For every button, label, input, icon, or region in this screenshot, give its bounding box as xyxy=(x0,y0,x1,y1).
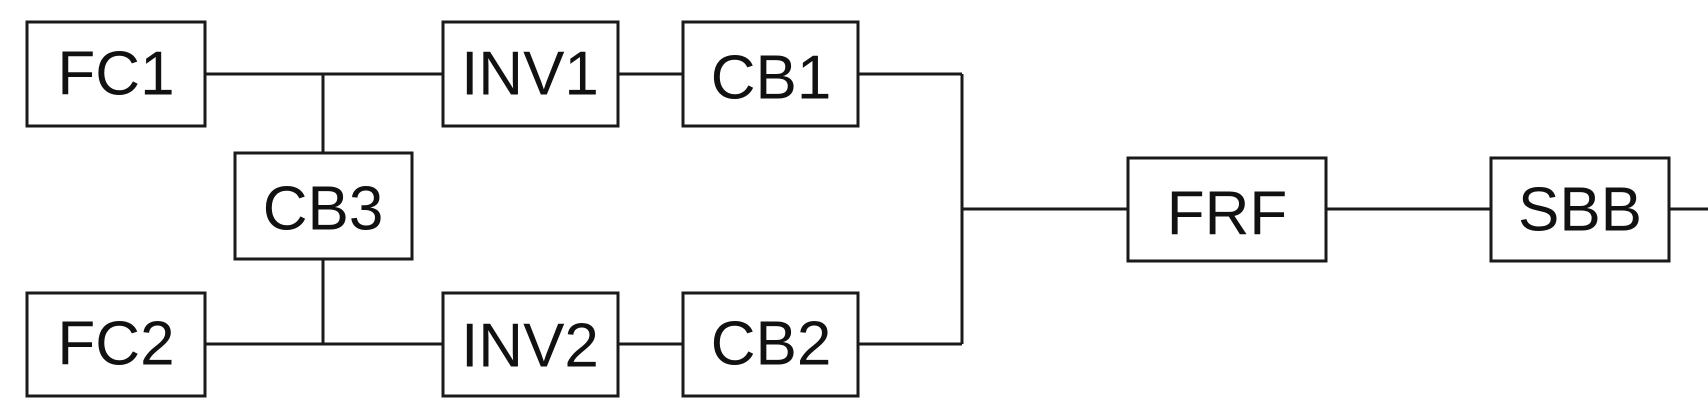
block-cb2: CB2 xyxy=(681,291,860,398)
block-inv2-label: INV2 xyxy=(461,312,599,381)
block-frf: FRF xyxy=(1126,156,1328,263)
block-cb3: CB3 xyxy=(233,151,414,261)
block-fc1-label: FC1 xyxy=(57,40,174,109)
block-sbb: SBB xyxy=(1489,156,1671,263)
block-inv1-label: INV1 xyxy=(461,40,599,109)
block-inv2: INV2 xyxy=(441,291,620,398)
block-fc2: FC2 xyxy=(25,291,207,398)
block-cb2-label: CB2 xyxy=(711,310,832,379)
block-cb1: CB1 xyxy=(681,20,860,128)
block-fc1: FC1 xyxy=(25,20,207,128)
block-frf-label: FRF xyxy=(1167,180,1288,249)
block-cb3-label: CB3 xyxy=(263,175,384,244)
block-sbb-label: SBB xyxy=(1518,176,1642,245)
connectors xyxy=(205,72,1708,346)
block-cb1-label: CB1 xyxy=(711,44,832,113)
block-inv1: INV1 xyxy=(441,20,620,128)
block-fc2-label: FC2 xyxy=(57,310,174,379)
